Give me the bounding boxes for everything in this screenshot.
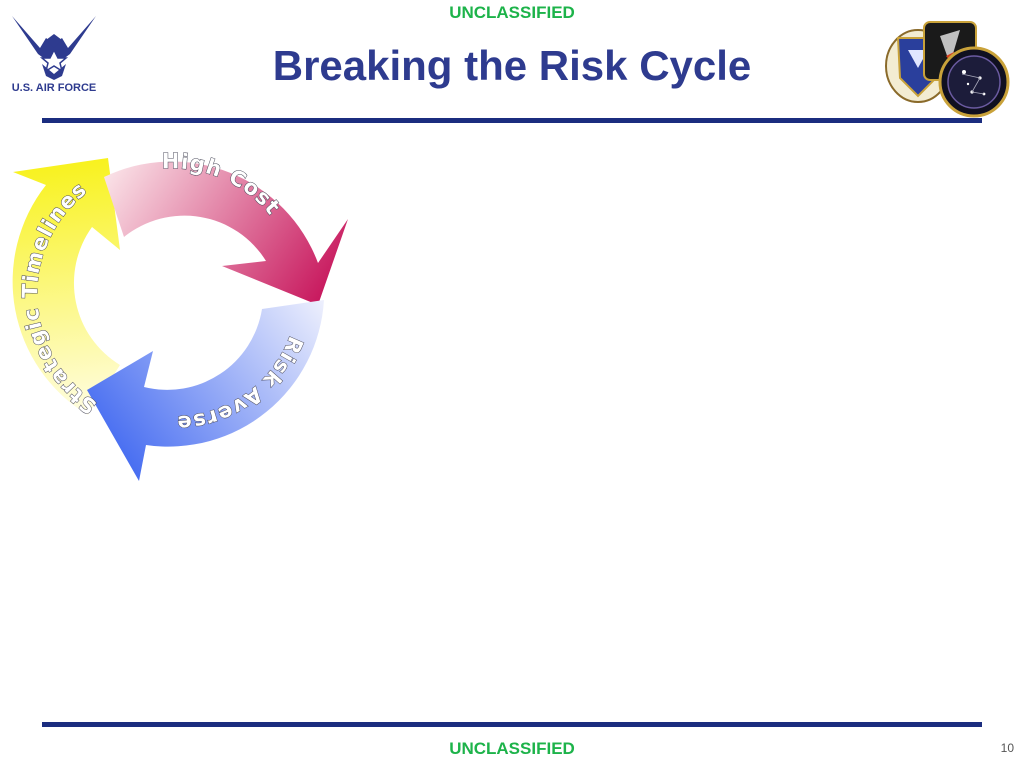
header-rule [42, 118, 982, 123]
page-number: 10 [1000, 741, 1014, 755]
risk-cycle-diagram: High Cost Risk Averse Strategic Timeline… [0, 125, 370, 495]
cycle-arrow-high-cost [104, 161, 348, 305]
command-emblem [880, 8, 1016, 120]
space-command-emblem-icon [885, 21, 1010, 118]
footer-rule [42, 722, 982, 727]
air-force-logo-text: U.S. AIR FORCE [11, 82, 97, 94]
classification-bottom: UNCLASSIFIED [449, 739, 575, 758]
cycle-arrow-strategic-timelines [12, 158, 121, 415]
cycle-arrow-risk-averse [87, 300, 324, 481]
air-force-wings-icon [12, 16, 96, 80]
page-title: Breaking the Risk Cycle [272, 42, 752, 89]
classification-top: UNCLASSIFIED [449, 3, 575, 22]
air-force-logo: U.S. AIR FORCE [6, 14, 102, 100]
